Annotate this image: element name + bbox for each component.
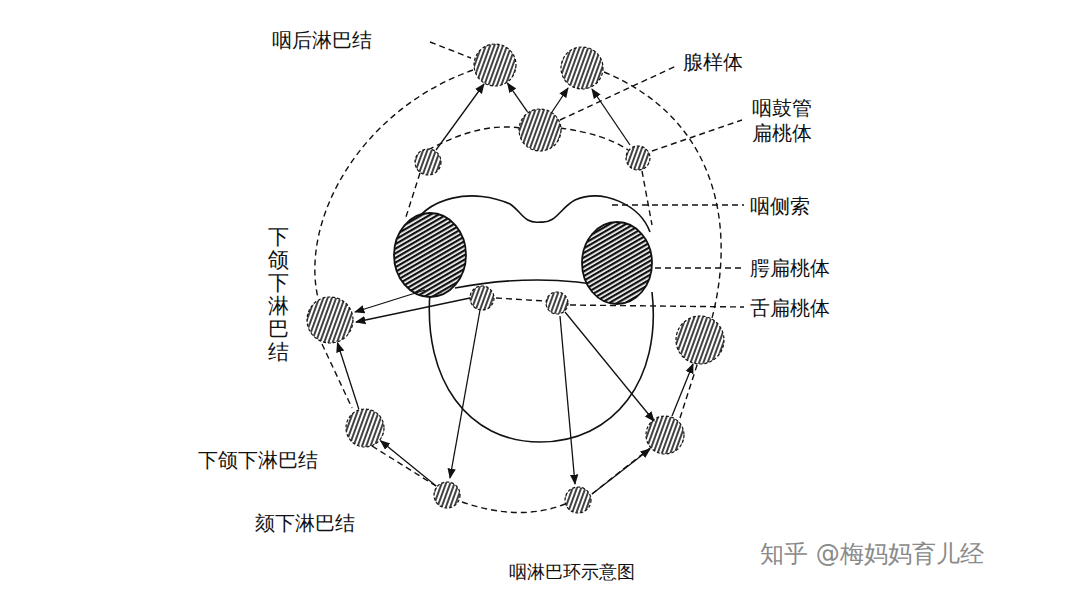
hatched-circle — [433, 481, 461, 509]
hatched-circle — [518, 108, 562, 152]
lymph-flow-arrow — [337, 343, 358, 409]
lymph-flow-arrow — [381, 441, 437, 486]
hatched-circle — [345, 408, 385, 448]
node-label: 舌扁桃体 — [750, 296, 830, 321]
lymph-node-circle: 腺样体 — [518, 108, 562, 152]
node-label: 下颌下淋巴结 — [268, 226, 289, 365]
hatched-circle — [625, 145, 651, 171]
hatched-circle — [545, 291, 569, 315]
lymph-node-circle: 下颌下淋巴结 — [345, 408, 385, 448]
node-label: 下颌下淋巴结 — [198, 448, 318, 473]
lymph-node-circle: 咽后淋巴结 — [473, 43, 517, 87]
figure-caption: 咽淋巴环示意图 — [509, 560, 635, 584]
node-label: 腭扁桃体 — [750, 256, 830, 281]
node-label: 颏下淋巴结 — [255, 511, 355, 536]
hatched-circle — [306, 296, 354, 344]
hatched-circle — [581, 221, 653, 305]
lymph-node-circle: 下颌下淋巴结 — [306, 296, 354, 344]
lymph-node-circle: 颏下淋巴结 — [433, 481, 461, 509]
lymph-flow-arrow — [508, 83, 528, 112]
node-label: 咽鼓管扁桃体 — [752, 96, 812, 146]
node-label: 咽后淋巴结 — [272, 28, 372, 53]
part-label: 咽侧索 — [750, 193, 810, 220]
watermark: 知乎 @梅妈妈育儿经 — [760, 538, 984, 570]
hatched-circle — [473, 43, 517, 87]
lymph-node-circle: 腭扁桃体 — [581, 221, 653, 305]
lymph-node-circle: 咽鼓管扁桃体 — [625, 145, 651, 171]
node-label: 腺样体 — [683, 50, 743, 75]
lymph-node-circle: 舌扁桃体 — [545, 291, 569, 315]
